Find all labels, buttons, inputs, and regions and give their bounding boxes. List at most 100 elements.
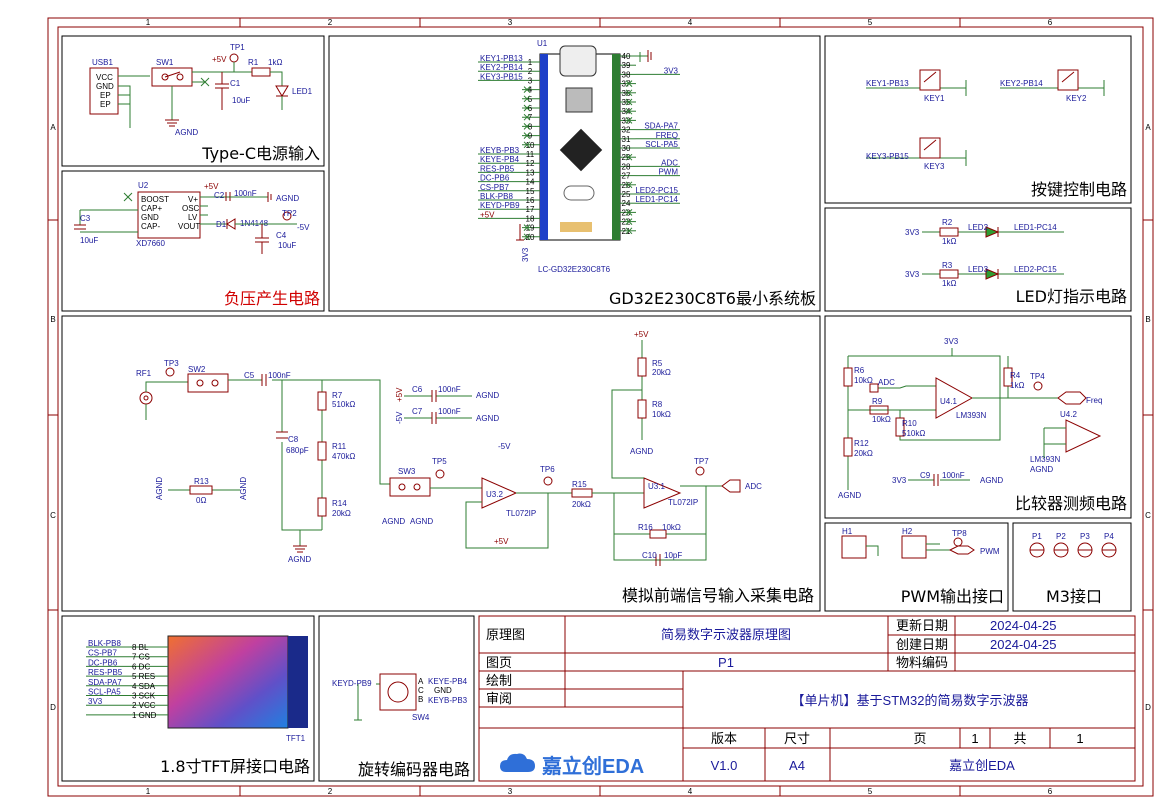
mcu-left-pin: 6	[528, 104, 533, 113]
r13-agnd-r: AGND	[239, 477, 248, 500]
enc-keyd: KEYD-PB9	[332, 679, 372, 688]
mcu-right-pin: 21	[622, 227, 631, 236]
mcu-left-pins: 1KEY1-PB132KEY2-PB143KEY3-PB154567891011…	[478, 54, 540, 242]
row-label-b-right: B	[1145, 315, 1150, 324]
c8-value: 680pF	[286, 446, 309, 455]
r16-value: 10kΩ	[662, 523, 681, 532]
mcu-noconnect-icon	[523, 141, 531, 149]
neg-m5v: -5V	[297, 223, 310, 232]
col-label-6b: 6	[1048, 787, 1053, 796]
mcu-noconnect-icon	[625, 89, 633, 97]
tb-schematic-name: 简易数字示波器原理图	[661, 627, 791, 642]
h2-label: H2	[902, 527, 913, 536]
led-section: 3V3 R2 1kΩ LED2 LED1-PC14 3V3 R3 1kΩ LED…	[905, 218, 1064, 288]
mcu-noconnect-icon	[625, 218, 633, 225]
c7-m5v: -5V	[395, 411, 404, 424]
mcu-right-pin: 34	[622, 107, 631, 116]
tb-label-total: 共	[1013, 731, 1026, 746]
mcu-noconnect-icon	[523, 113, 531, 121]
mcu-right-pin: 31	[622, 135, 631, 144]
led-title: LED灯指示电路	[1016, 287, 1127, 306]
c8-label: C8	[288, 435, 299, 444]
tb-label-schematic: 原理图	[486, 627, 525, 642]
comp-3v3-c9: 3V3	[892, 476, 907, 485]
c10-value: 10pF	[664, 551, 682, 560]
comp-title: 比较器测频电路	[1015, 494, 1127, 513]
key2-label: KEY2	[1066, 94, 1087, 103]
c7-label: C7	[412, 407, 423, 416]
row-label-c: C	[50, 511, 56, 520]
encoder-section: KEYD-PB9 A C B KEYE-PB4 GND KEYB-PB3 SW4	[332, 673, 468, 722]
comp-agnd-left: AGND	[838, 491, 861, 500]
mcu-left-net: KEYE-PB4	[480, 155, 520, 164]
r1-label: R1	[248, 58, 259, 67]
mcu-left-pin: 11	[526, 150, 535, 159]
r14-label: R14	[332, 499, 347, 508]
u42-part: LM393N	[1030, 455, 1060, 464]
led1-label: LED1	[292, 87, 313, 96]
mcu-right-net: FREQ	[656, 131, 678, 140]
comp-agnd-c9: AGND	[980, 476, 1003, 485]
c6-p5v: +5V	[395, 387, 404, 402]
u2-osc: OSC	[182, 204, 200, 213]
tb-total-number: 1	[1076, 731, 1083, 746]
u2-part: XD7660	[136, 239, 165, 248]
r13-agnd-l: AGND	[155, 477, 164, 500]
tp4-label: TP4	[1030, 372, 1045, 381]
tb-company-value: 嘉立创EDA	[949, 758, 1015, 773]
r4-label: R4	[1010, 371, 1021, 380]
typec-title: Type-C电源输入	[201, 144, 320, 163]
mcu-left-net: BLK-PB8	[480, 192, 513, 201]
mcu-left-pin: 1	[528, 58, 533, 67]
tft-net: DC-PB6	[88, 658, 118, 667]
r14-value: 20kΩ	[332, 509, 351, 518]
enc-keye: KEYE-PB4	[428, 677, 468, 686]
u32-part: TL072IP	[506, 509, 536, 518]
mcu-right-net: 3V3	[664, 66, 679, 75]
r15-label: R15	[572, 480, 587, 489]
c5-value: 100nF	[268, 371, 291, 380]
u2-capm: CAP-	[141, 222, 160, 231]
mcu-left-pin: 20	[526, 233, 535, 242]
sw1-label: SW1	[156, 58, 174, 67]
rf1-label: RF1	[136, 369, 152, 378]
tft-net: SDA-PA7	[88, 678, 122, 687]
tb-sheet-value: P1	[718, 655, 734, 670]
sw2-label: SW2	[188, 365, 206, 374]
led1-net: LED1-PC14	[1014, 223, 1057, 232]
mcu-right-net: SDA-PA7	[644, 122, 678, 131]
enc-a: A	[418, 677, 424, 686]
sw3-agnd-2: AGND	[410, 517, 433, 526]
mcu-left-pin: 19	[526, 224, 535, 233]
c1-value: 10uF	[232, 96, 250, 105]
enc-keyb: KEYB-PB3	[428, 696, 468, 705]
tb-updated-date: 2024-04-25	[990, 618, 1057, 633]
tb-label-page: 页	[913, 731, 926, 746]
c9-label: C9	[920, 471, 931, 480]
key3-net: KEY3-PB15	[866, 152, 909, 161]
tp7-label: TP7	[694, 457, 709, 466]
mcu-right-pin: 35	[622, 98, 631, 107]
outer-frame: 1 2 3 4 5 6 1 2 3 4 5 6 A B C D A B C D	[47, 17, 1154, 797]
pwm-section: H1 H2 TP8 PWM	[841, 527, 1000, 559]
col-label-5: 5	[868, 18, 873, 27]
mcu-right-net: LED1-PC14	[635, 195, 678, 204]
r2-label: R2	[942, 218, 953, 227]
r6-value: 10kΩ	[854, 376, 873, 385]
u2-capp: CAP+	[141, 204, 162, 213]
key1-label: KEY1	[924, 94, 945, 103]
r3-value: 1kΩ	[942, 279, 956, 288]
mcu-left-pin: 10	[526, 141, 535, 150]
typec-agnd: AGND	[175, 128, 198, 137]
sw3-agnd-1: AGND	[382, 517, 405, 526]
col-label-4b: 4	[688, 787, 693, 796]
key2-net: KEY2-PB14	[1000, 79, 1043, 88]
mcu-noconnect-icon	[625, 153, 633, 161]
tb-label-updated: 更新日期	[896, 618, 948, 633]
mcu-left-net: KEY1-PB13	[480, 54, 523, 63]
cloud-icon	[500, 753, 535, 772]
mcu-right-pin: 28	[622, 162, 631, 171]
mcu-left-pin: 3	[528, 76, 533, 85]
mcu-right-net: ADC	[661, 158, 678, 167]
